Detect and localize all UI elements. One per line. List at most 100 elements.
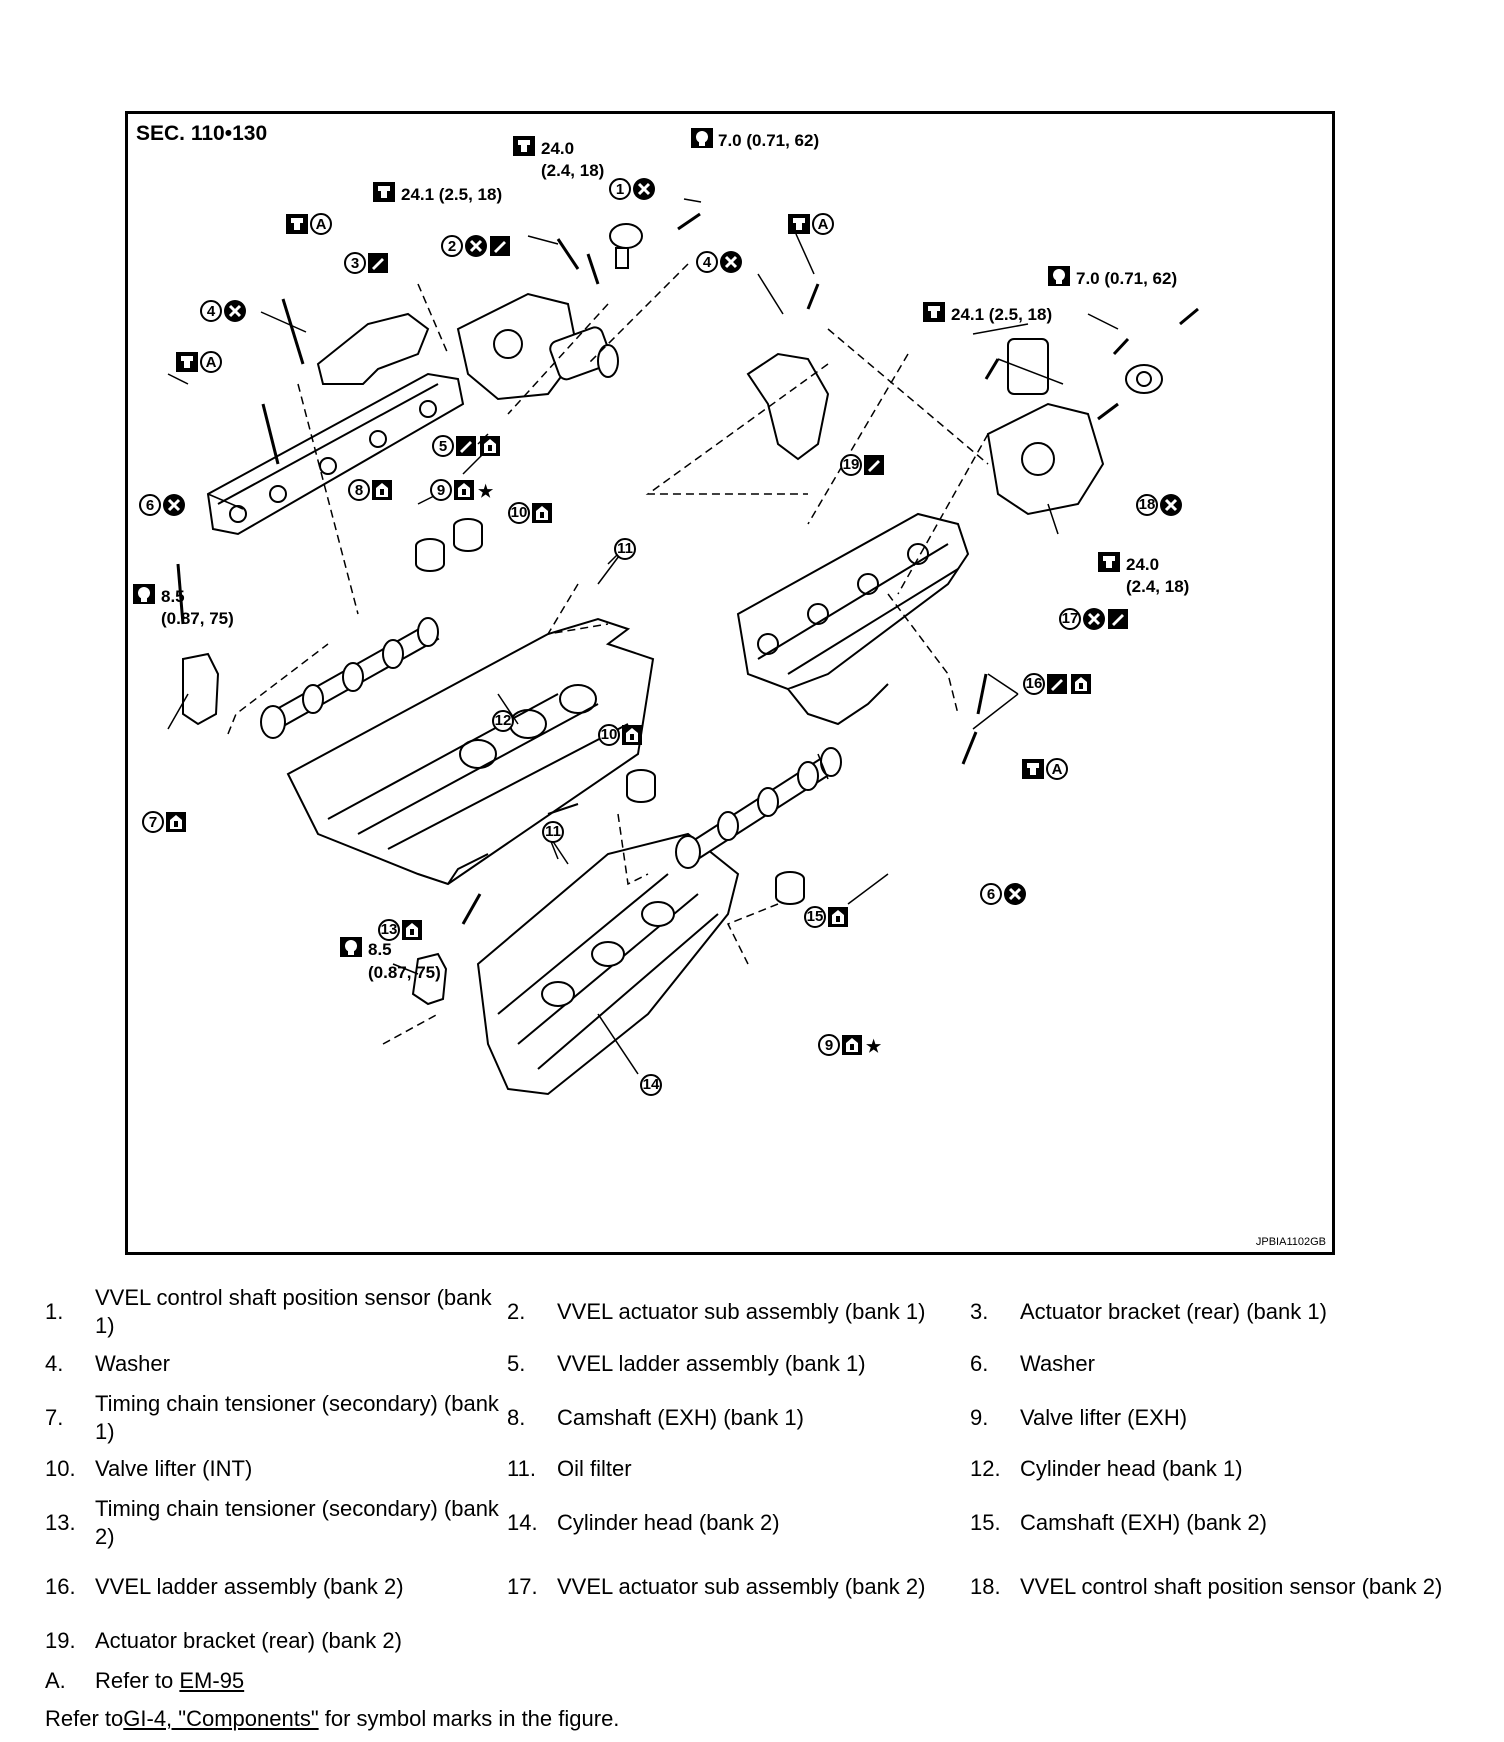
gi-4-components-link[interactable]: GI-4, "Components"	[123, 1706, 319, 1731]
svg-text:4: 4	[207, 303, 216, 320]
svg-text:10: 10	[601, 726, 618, 743]
torque-24-1-left: 24.1 (2.5, 18)	[401, 185, 502, 204]
legend-num: 5.	[507, 1351, 526, 1376]
parts-legend: 1. VVEL control shaft position sensor (ba…	[45, 1285, 1465, 1738]
legend-text: Cylinder head (bank 1)	[1020, 1456, 1243, 1481]
legend-text: VVEL control shaft position sensor (bank…	[95, 1285, 492, 1338]
svg-text:17: 17	[1062, 610, 1079, 627]
svg-text:14: 14	[643, 1076, 660, 1093]
legend-num: 7.	[45, 1405, 64, 1430]
torque-8-5-bottom: 8.5	[368, 940, 392, 959]
legend-text: Washer	[1020, 1351, 1095, 1376]
legend-letter-a: A.	[45, 1668, 66, 1693]
bolts	[176, 212, 1199, 925]
svg-text:A: A	[1052, 761, 1063, 778]
svg-text:★: ★	[866, 1037, 882, 1056]
torque-labels: 24.0 (2.4, 18) 7.0 (0.71, 62) 24.1 (2.5,…	[133, 128, 1189, 982]
legend-text: Camshaft (EXH) (bank 1)	[557, 1405, 804, 1430]
svg-text:A: A	[818, 216, 829, 233]
svg-text:7: 7	[149, 814, 157, 831]
legend-text: Actuator bracket (rear) (bank 1)	[1020, 1299, 1327, 1324]
legend-num: 1.	[45, 1299, 64, 1324]
svg-text:15: 15	[807, 908, 824, 925]
legend-num: 8.	[507, 1405, 526, 1430]
legend-text: Timing chain tensioner (secondary) (bank…	[95, 1391, 499, 1444]
torque-24-0-right: 24.0	[1126, 555, 1159, 574]
callouts: 1 2 3 4 4 5 6 6 7 8	[139, 176, 1184, 1096]
svg-text:6: 6	[146, 497, 154, 514]
legend-num: 12.	[970, 1456, 1001, 1481]
legend-num: 16.	[45, 1574, 76, 1599]
position-sensor-bank1-drawing	[609, 223, 643, 269]
legend-text: Oil filter	[557, 1456, 632, 1481]
actuator-bracket-bank1-drawing	[316, 312, 430, 385]
dashed-leader-lines	[227, 263, 989, 1045]
svg-text:★: ★	[478, 482, 494, 501]
legend-text: Camshaft (EXH) (bank 2)	[1020, 1510, 1267, 1535]
legend-row: 4. Washer 5. VVEL ladder assembly (bank 1)…	[45, 1338, 1465, 1390]
svg-text:2: 2	[448, 238, 456, 255]
exploded-view-diagram: 24.0 (2.4, 18) 7.0 (0.71, 62) 24.1 (2.5,…	[133, 128, 1199, 1096]
legend-row: 7. Timing chain tensioner (secondary) (ba…	[45, 1390, 1465, 1446]
svg-text:10: 10	[511, 504, 528, 521]
legend-num: 13.	[45, 1510, 76, 1535]
torque-8-5-left: 8.5	[161, 587, 185, 606]
vvel-ladder-bank2-drawing	[736, 512, 970, 726]
svg-text:A: A	[316, 216, 327, 233]
em-95-link[interactable]: EM-95	[179, 1668, 245, 1693]
svg-text:16: 16	[1026, 675, 1043, 692]
legend-num: 4.	[45, 1351, 64, 1376]
torque-24-0-right-b: (2.4, 18)	[1126, 577, 1189, 596]
legend-text: Timing chain tensioner (secondary) (bank…	[95, 1496, 499, 1549]
legend-text: Valve lifter (EXH)	[1020, 1405, 1188, 1430]
camshaft-bank2-drawing	[675, 747, 842, 869]
legend-row: 1. VVEL control shaft position sensor (ba…	[45, 1285, 1465, 1338]
svg-text:5: 5	[439, 438, 447, 455]
svg-text:8: 8	[355, 482, 363, 499]
legend-row: 10.Valve lifter (INT) 11. Oil filter 12.…	[45, 1446, 1465, 1492]
svg-text:12: 12	[495, 712, 512, 729]
legend-num: 9.	[970, 1405, 989, 1430]
refer-text: Refer to	[95, 1668, 180, 1693]
svg-text:A: A	[206, 354, 217, 371]
legend-text: VVEL actuator sub assembly (bank 2)	[557, 1574, 926, 1599]
svg-text:9: 9	[437, 482, 445, 499]
svg-text:9: 9	[825, 1037, 833, 1054]
torque-7-0-right: 7.0 (0.71, 62)	[1076, 269, 1177, 288]
footer-pre: Refer to	[45, 1706, 124, 1731]
legend-text: VVEL ladder assembly (bank 1)	[557, 1351, 866, 1376]
camshaft-bank1-drawing	[260, 617, 440, 739]
vvel-actuator-bank2-drawing	[986, 338, 1105, 516]
svg-text:4: 4	[703, 254, 712, 271]
figure-code: JPBIA1102GB	[1255, 1236, 1326, 1248]
legend-row-a: A. Refer to EM-95	[45, 1662, 1465, 1700]
section-label: SEC. 110•130	[136, 122, 268, 145]
tensioner-bank2-drawing	[411, 952, 448, 1006]
svg-text:18: 18	[1139, 496, 1156, 513]
figure-frame: 24.0 (2.4, 18) 7.0 (0.71, 62) 24.1 (2.5,…	[125, 111, 1335, 1255]
ref-a-markers: A A A A	[176, 213, 1068, 780]
svg-text:19: 19	[843, 456, 860, 473]
legend-text: VVEL ladder assembly (bank 2)	[95, 1574, 404, 1599]
vvel-ladder-bank1-drawing	[206, 372, 465, 536]
svg-text:6: 6	[987, 886, 995, 903]
footer-post: for symbol marks in the figure.	[318, 1706, 620, 1731]
actuator-bracket-bank2-drawing	[746, 352, 830, 461]
legend-row: 16. VVEL ladder assembly (bank 2) 17. VVEL…	[45, 1554, 1465, 1620]
cylinder-head-bank2-drawing	[476, 832, 740, 1096]
vvel-actuator-bank1-drawing	[456, 292, 619, 401]
torque-24-0-top: 24.0	[541, 139, 574, 158]
torque-24-0-top-b: (2.4, 18)	[541, 161, 604, 180]
legend-num: 10.	[45, 1456, 76, 1481]
legend-text: Valve lifter (INT)	[95, 1456, 253, 1481]
torque-8-5-left-b: (0.87, 75)	[161, 609, 234, 628]
legend-num: 17.	[507, 1574, 538, 1599]
torque-24-1-right: 24.1 (2.5, 18)	[951, 305, 1052, 324]
legend-text: Actuator bracket (rear) (bank 2)	[95, 1628, 402, 1653]
legend-num: 3.	[970, 1299, 989, 1324]
legend-num: 19.	[45, 1628, 76, 1653]
legend-text: VVEL control shaft position sensor (bank…	[1020, 1574, 1443, 1599]
legend-num: 18.	[970, 1574, 1001, 1599]
torque-8-5-bottom-b: (0.87, 75)	[368, 963, 441, 982]
svg-text:11: 11	[545, 823, 561, 840]
